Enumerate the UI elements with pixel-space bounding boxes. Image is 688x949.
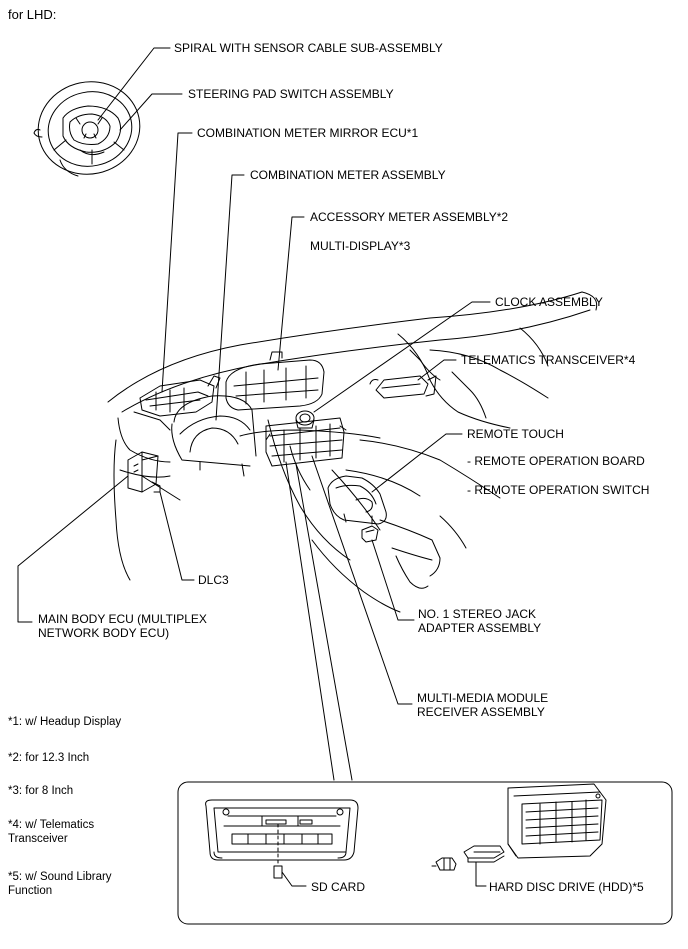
label-remote-board: - REMOTE OPERATION BOARD: [467, 454, 645, 468]
label-meter-mirror-ecu: COMBINATION METER MIRROR ECU*1: [197, 126, 419, 140]
detail-box: [177, 781, 673, 925]
label-steering-pad-switch: STEERING PAD SWITCH ASSEMBLY: [188, 87, 394, 101]
hdd-drawing: [463, 845, 505, 863]
label-mm-receiver-line1: MULTI-MEDIA MODULE: [417, 691, 549, 705]
leader-lines: [17, 47, 491, 781]
center-stack-drawing: [265, 417, 347, 467]
main-body-ecu-drawing: [127, 451, 161, 493]
label-main-body-ecu-line2: NETWORK BODY ECU): [38, 626, 170, 640]
label-stereo-jack-line2: ADAPTER ASSEMBLY: [418, 621, 542, 635]
media-unit-drawing: [507, 783, 607, 859]
label-remote-touch: REMOTE TOUCH: [467, 427, 564, 441]
label-telematics: TELEMATICS TRANSCEIVER*4: [461, 353, 636, 367]
clock-drawing: [295, 410, 315, 429]
label-accessory-meter: ACCESSORY METER ASSEMBLY*2: [310, 210, 509, 224]
footnote-5-line2: Function: [8, 885, 53, 897]
footnote-2: *2: for 12.3 Inch: [8, 752, 90, 764]
label-combination-meter: COMBINATION METER ASSEMBLY: [250, 168, 446, 182]
label-main-body-ecu-line1: MAIN BODY ECU (MULTIPLEX: [38, 612, 207, 626]
label-multi-display: MULTI-DISPLAY*3: [310, 239, 411, 253]
connector-drawing: [431, 857, 457, 871]
label-remote-switch: - REMOTE OPERATION SWITCH: [467, 483, 650, 497]
combination-meter-drawing: [171, 395, 257, 477]
stereo-jack-drawing: [361, 525, 379, 543]
label-hdd: HARD DISC DRIVE (HDD)*5: [489, 880, 644, 894]
footnote-5-line1: *5: w/ Sound Library: [8, 871, 112, 883]
page-header: for LHD:: [8, 7, 57, 22]
label-stereo-jack-line1: NO. 1 STEREO JACK: [418, 607, 537, 621]
dashboard-drawing: [107, 291, 598, 613]
footnote-1: *1: w/ Headup Display: [8, 716, 122, 728]
label-spiral-cable: SPIRAL WITH SENSOR CABLE SUB-ASSEMBLY: [174, 41, 443, 55]
label-sd-card: SD CARD: [311, 880, 366, 894]
telematics-drawing: [369, 375, 437, 399]
meter-mirror-ecu-drawing: [133, 375, 221, 431]
footnote-4-line2: Transceiver: [8, 833, 68, 845]
sd-card-drawing: [273, 823, 307, 887]
remote-touch-drawing: [327, 475, 387, 525]
front-panel-drawing: [205, 799, 359, 861]
footnote-4-line1: *4: w/ Telematics: [8, 819, 95, 831]
accessory-meter-drawing: [225, 351, 325, 411]
label-mm-receiver-line2: RECEIVER ASSEMBLY: [417, 705, 545, 719]
footnote-3: *3: for 8 Inch: [8, 785, 74, 797]
label-clock: CLOCK ASSEMBLY: [495, 295, 603, 309]
label-dlc3: DLC3: [198, 573, 229, 587]
steering-wheel-drawing: [33, 81, 141, 177]
